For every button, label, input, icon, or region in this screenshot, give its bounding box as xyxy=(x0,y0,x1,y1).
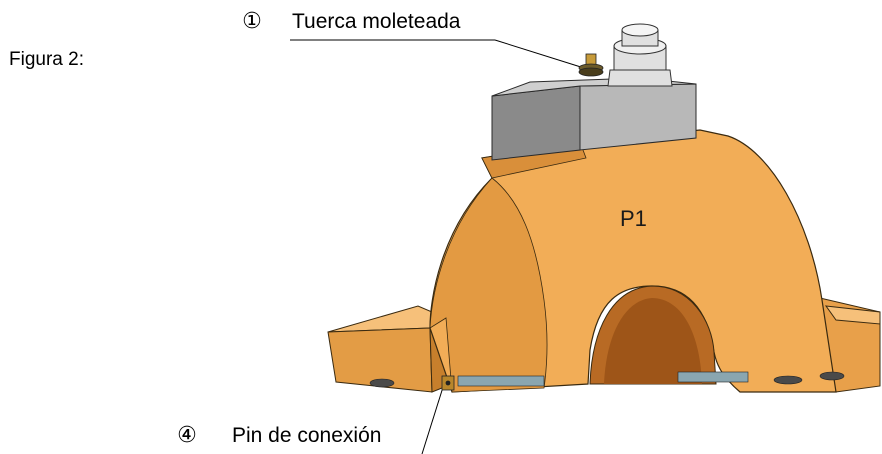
connection-pin xyxy=(441,375,455,391)
callout-number-1: ① xyxy=(242,9,262,34)
leader-line-knurled-nut xyxy=(290,39,585,69)
part-marking: P1 xyxy=(620,206,647,231)
callout-knurled-nut: ① Tuerca moleteada xyxy=(238,9,460,34)
knurled-nut xyxy=(578,53,604,77)
callout-connection-pin: ④ Pin de conexión xyxy=(172,423,381,448)
callout-number-4: ④ xyxy=(177,423,197,448)
cable-gland xyxy=(607,23,673,87)
figure-label: Figura 2: xyxy=(9,49,84,70)
base-pads xyxy=(369,371,845,388)
arch-left-side xyxy=(429,177,548,393)
leader-line-connection-pin xyxy=(421,383,445,454)
arch-tunnel-inner xyxy=(604,298,702,384)
right-flange xyxy=(819,297,881,393)
callout-label-connection-pin: Pin de conexión xyxy=(232,423,382,447)
callout-label-knurled-nut: Tuerca moleteada xyxy=(292,9,461,33)
